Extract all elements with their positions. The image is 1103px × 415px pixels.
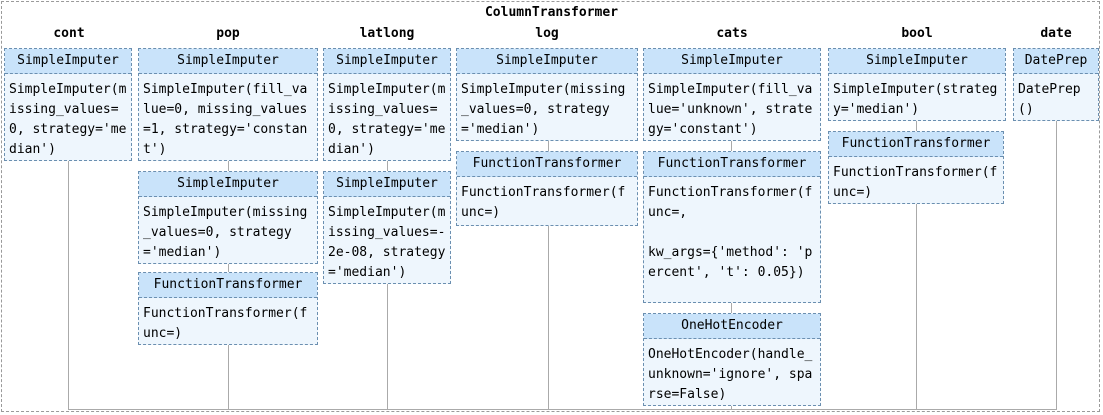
estimator-header[interactable]: SimpleImputer [457, 49, 637, 74]
column-label-log: log [535, 26, 559, 41]
estimator-box[interactable]: SimpleImputer SimpleImputer(fill_value='… [643, 48, 821, 141]
column-transformer-title: ColumnTransformer [484, 5, 619, 20]
estimator-header[interactable]: FunctionTransformer [829, 132, 1003, 157]
estimator-params: SimpleImputer(strategy='median') [833, 82, 998, 117]
estimator-params: FunctionTransformer(func=) [461, 185, 626, 220]
estimator-box[interactable]: FunctionTransformer FunctionTransformer(… [643, 151, 821, 303]
estimator-box[interactable]: DatePrep DatePrep() [1013, 48, 1099, 121]
connector-line [228, 264, 229, 272]
column-label-pop: pop [216, 26, 240, 41]
connector-line [731, 303, 732, 313]
connector-line [731, 141, 732, 151]
estimator-header[interactable]: SimpleImputer [644, 49, 820, 74]
estimator-header[interactable]: SimpleImputer [324, 172, 450, 197]
estimator-box[interactable]: FunctionTransformer FunctionTransformer(… [138, 272, 318, 345]
estimator-box[interactable]: SimpleImputer SimpleImputer(missing_valu… [456, 48, 638, 141]
connector-line [548, 141, 549, 151]
estimator-params: FunctionTransformer(func=) [143, 306, 308, 341]
estimator-header[interactable]: OneHotEncoder [644, 314, 820, 339]
estimator-box[interactable]: SimpleImputer SimpleImputer(fill_value=0… [138, 48, 318, 161]
estimator-box[interactable]: SimpleImputer SimpleImputer(strategy='me… [828, 48, 1006, 121]
estimator-box[interactable]: FunctionTransformer FunctionTransformer(… [828, 131, 1004, 204]
estimator-params: DatePrep() [1018, 82, 1081, 117]
column-label-latlong: latlong [359, 26, 415, 41]
connector-line [228, 161, 229, 171]
estimator-header[interactable]: SimpleImputer [5, 49, 131, 74]
estimator-box[interactable]: FunctionTransformer FunctionTransformer(… [456, 151, 638, 226]
connector-line [916, 121, 917, 131]
merge-line [68, 409, 1057, 410]
estimator-params: SimpleImputer(missing_values=0, strategy… [328, 82, 446, 157]
estimator-header[interactable]: FunctionTransformer [457, 152, 637, 177]
estimator-params: SimpleImputer(missing_values=0, strategy… [461, 82, 626, 137]
column-label-cont: cont [53, 26, 85, 41]
connector-line [1056, 121, 1057, 409]
estimator-box[interactable]: SimpleImputer SimpleImputer(missing_valu… [323, 48, 451, 161]
column-label-bool: bool [901, 26, 933, 41]
estimator-header[interactable]: FunctionTransformer [139, 273, 317, 298]
estimator-box[interactable]: SimpleImputer SimpleImputer(missing_valu… [323, 171, 451, 284]
estimator-params: SimpleImputer(missing_values=-2e-08, str… [328, 205, 446, 280]
estimator-params: SimpleImputer(fill_value=0, missing_valu… [143, 82, 308, 157]
connector-line [548, 226, 549, 409]
connector-line [731, 406, 732, 409]
connector-line [228, 345, 229, 409]
estimator-box[interactable]: SimpleImputer SimpleImputer(missing_valu… [4, 48, 132, 161]
estimator-header[interactable]: DatePrep [1014, 49, 1098, 74]
estimator-header[interactable]: FunctionTransformer [644, 152, 820, 177]
estimator-header[interactable]: SimpleImputer [324, 49, 450, 74]
connector-line [387, 161, 388, 171]
estimator-box[interactable]: OneHotEncoder OneHotEncoder(handle_unkno… [643, 313, 821, 406]
connector-line [916, 204, 917, 409]
estimator-header[interactable]: SimpleImputer [139, 49, 317, 74]
estimator-params: FunctionTransformer(func=) [833, 165, 998, 200]
column-label-date: date [1040, 26, 1072, 41]
estimator-box[interactable]: SimpleImputer SimpleImputer(missing_valu… [138, 171, 318, 264]
column-label-cats: cats [716, 26, 748, 41]
estimator-params: OneHotEncoder(handle_unknown='ignore', s… [648, 347, 813, 402]
estimator-header[interactable]: SimpleImputer [829, 49, 1005, 74]
estimator-params: FunctionTransformer(func=, kw_args={'met… [648, 185, 813, 280]
estimator-header[interactable]: SimpleImputer [139, 172, 317, 197]
connector-line [387, 283, 388, 409]
estimator-params: SimpleImputer(missing_values=0, strategy… [143, 205, 308, 260]
estimator-params: SimpleImputer(fill_value='unknown', stra… [648, 82, 813, 137]
connector-line [68, 160, 69, 409]
estimator-params: SimpleImputer(missing_values=0, strategy… [9, 82, 127, 157]
